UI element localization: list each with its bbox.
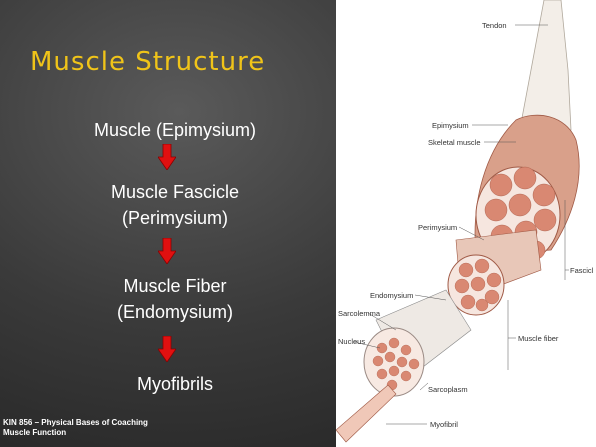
footer-topic: Muscle Function xyxy=(3,428,253,438)
label-sarcoplasm: Sarcoplasm xyxy=(428,385,468,394)
down-arrow-icon xyxy=(158,238,176,264)
down-arrow-icon xyxy=(158,144,176,170)
footer-course: KIN 856 – Physical Bases of Coaching xyxy=(3,418,253,428)
label-myofibril: Myofibril xyxy=(430,420,458,429)
step-muscle: Muscle (Epimysium) xyxy=(40,118,310,142)
slide-title: Muscle Structure xyxy=(30,47,330,77)
down-arrow-icon xyxy=(158,336,176,362)
label-muscle-fiber: Muscle fiber xyxy=(518,334,559,343)
step-muscle-fascicle: Muscle Fascicle xyxy=(40,180,310,204)
label-tendon: Tendon xyxy=(482,21,507,30)
muscle-diagram: Tendon Epimysium Skeletal muscle Perimys… xyxy=(336,0,596,447)
step-muscle-fiber: Muscle Fiber xyxy=(40,274,310,298)
label-epimysium: Epimysium xyxy=(432,121,469,130)
slide-footer: KIN 856 – Physical Bases of Coaching Mus… xyxy=(3,418,253,438)
label-fascicle: Fascicl xyxy=(570,266,594,275)
label-skeletal-muscle: Skeletal muscle xyxy=(428,138,481,147)
step-endomysium: (Endomysium) xyxy=(40,300,310,324)
label-perimysium: Perimysium xyxy=(418,223,457,232)
step-perimysium: (Perimysium) xyxy=(40,206,310,230)
label-nucleus: Nucleus xyxy=(338,337,365,346)
label-endomysium: Endomysium xyxy=(370,291,413,300)
step-myofibrils: Myofibrils xyxy=(40,372,310,396)
label-sarcolemma: Sarcolemma xyxy=(338,309,381,318)
